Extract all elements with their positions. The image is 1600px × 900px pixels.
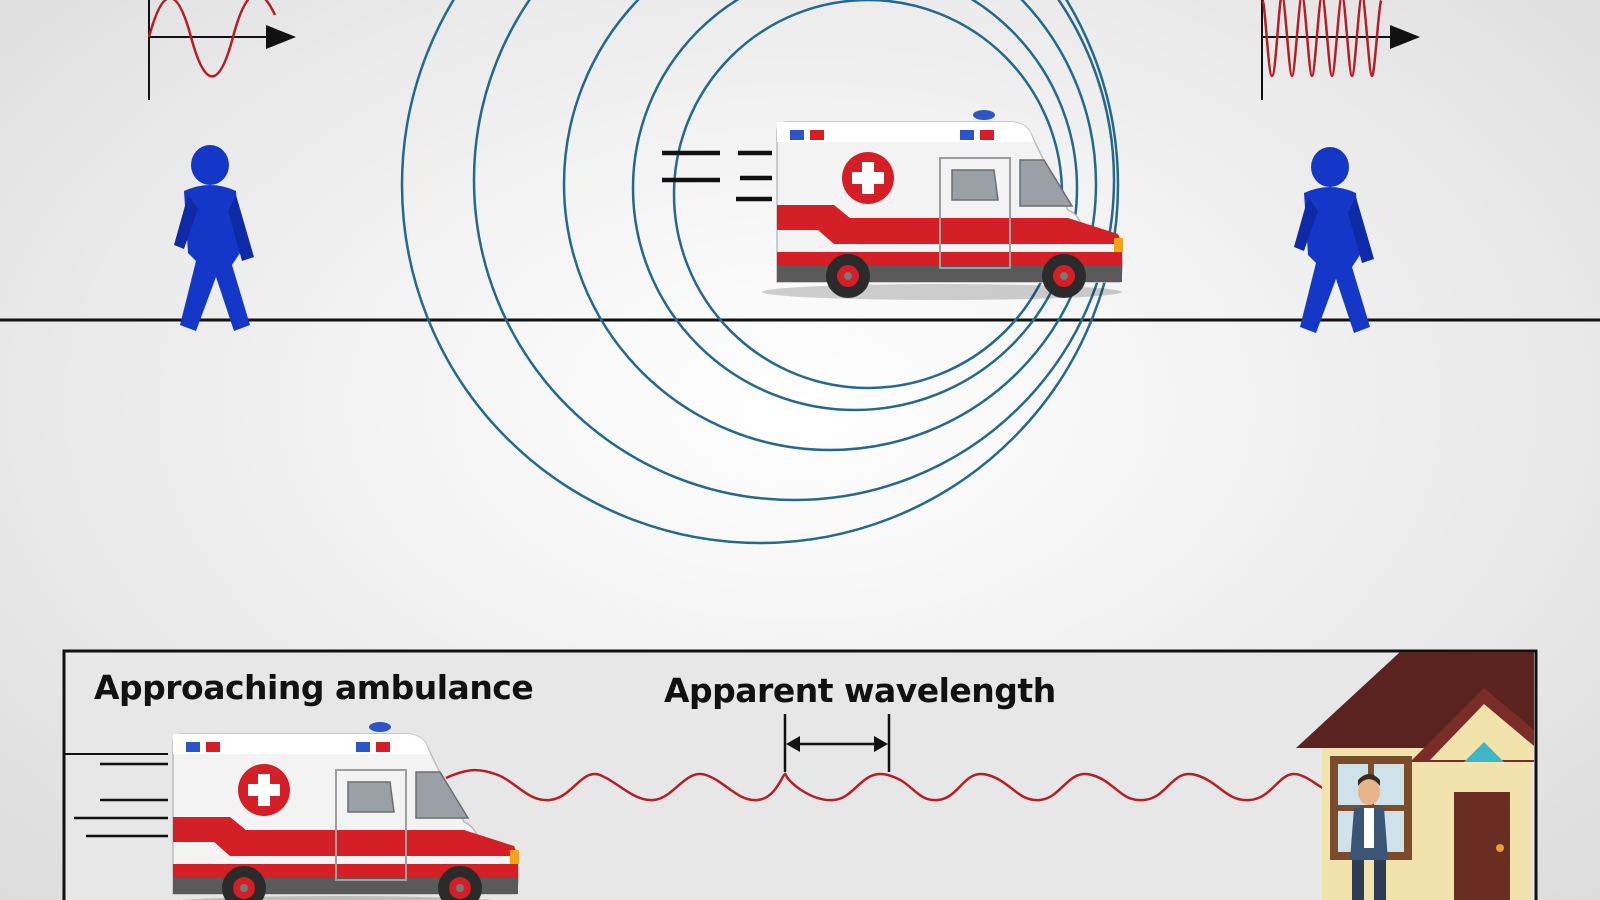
sine-wave-icon-right [1260,0,1420,100]
wave-ring [631,0,1079,412]
apparent-wave [445,768,1347,802]
ambulance-icon-top [761,109,1124,301]
approaching-ambulance-label: Approaching ambulance [94,668,534,707]
bottom-panel [62,649,1538,900]
wave-ring [400,0,1120,545]
sine-wave-icon-left [147,0,296,100]
apparent-wavelength-label: Apparent wavelength [664,671,1056,710]
speed-lines-icon-top [662,150,772,202]
wave-ring [472,0,1116,502]
listener-icon [1350,774,1388,900]
wave-ring [562,0,1098,452]
person-icon-left [174,145,254,331]
speed-lines-icon-bottom [74,762,168,838]
person-icon-right [1294,147,1374,333]
wavelength-marker [783,714,891,772]
